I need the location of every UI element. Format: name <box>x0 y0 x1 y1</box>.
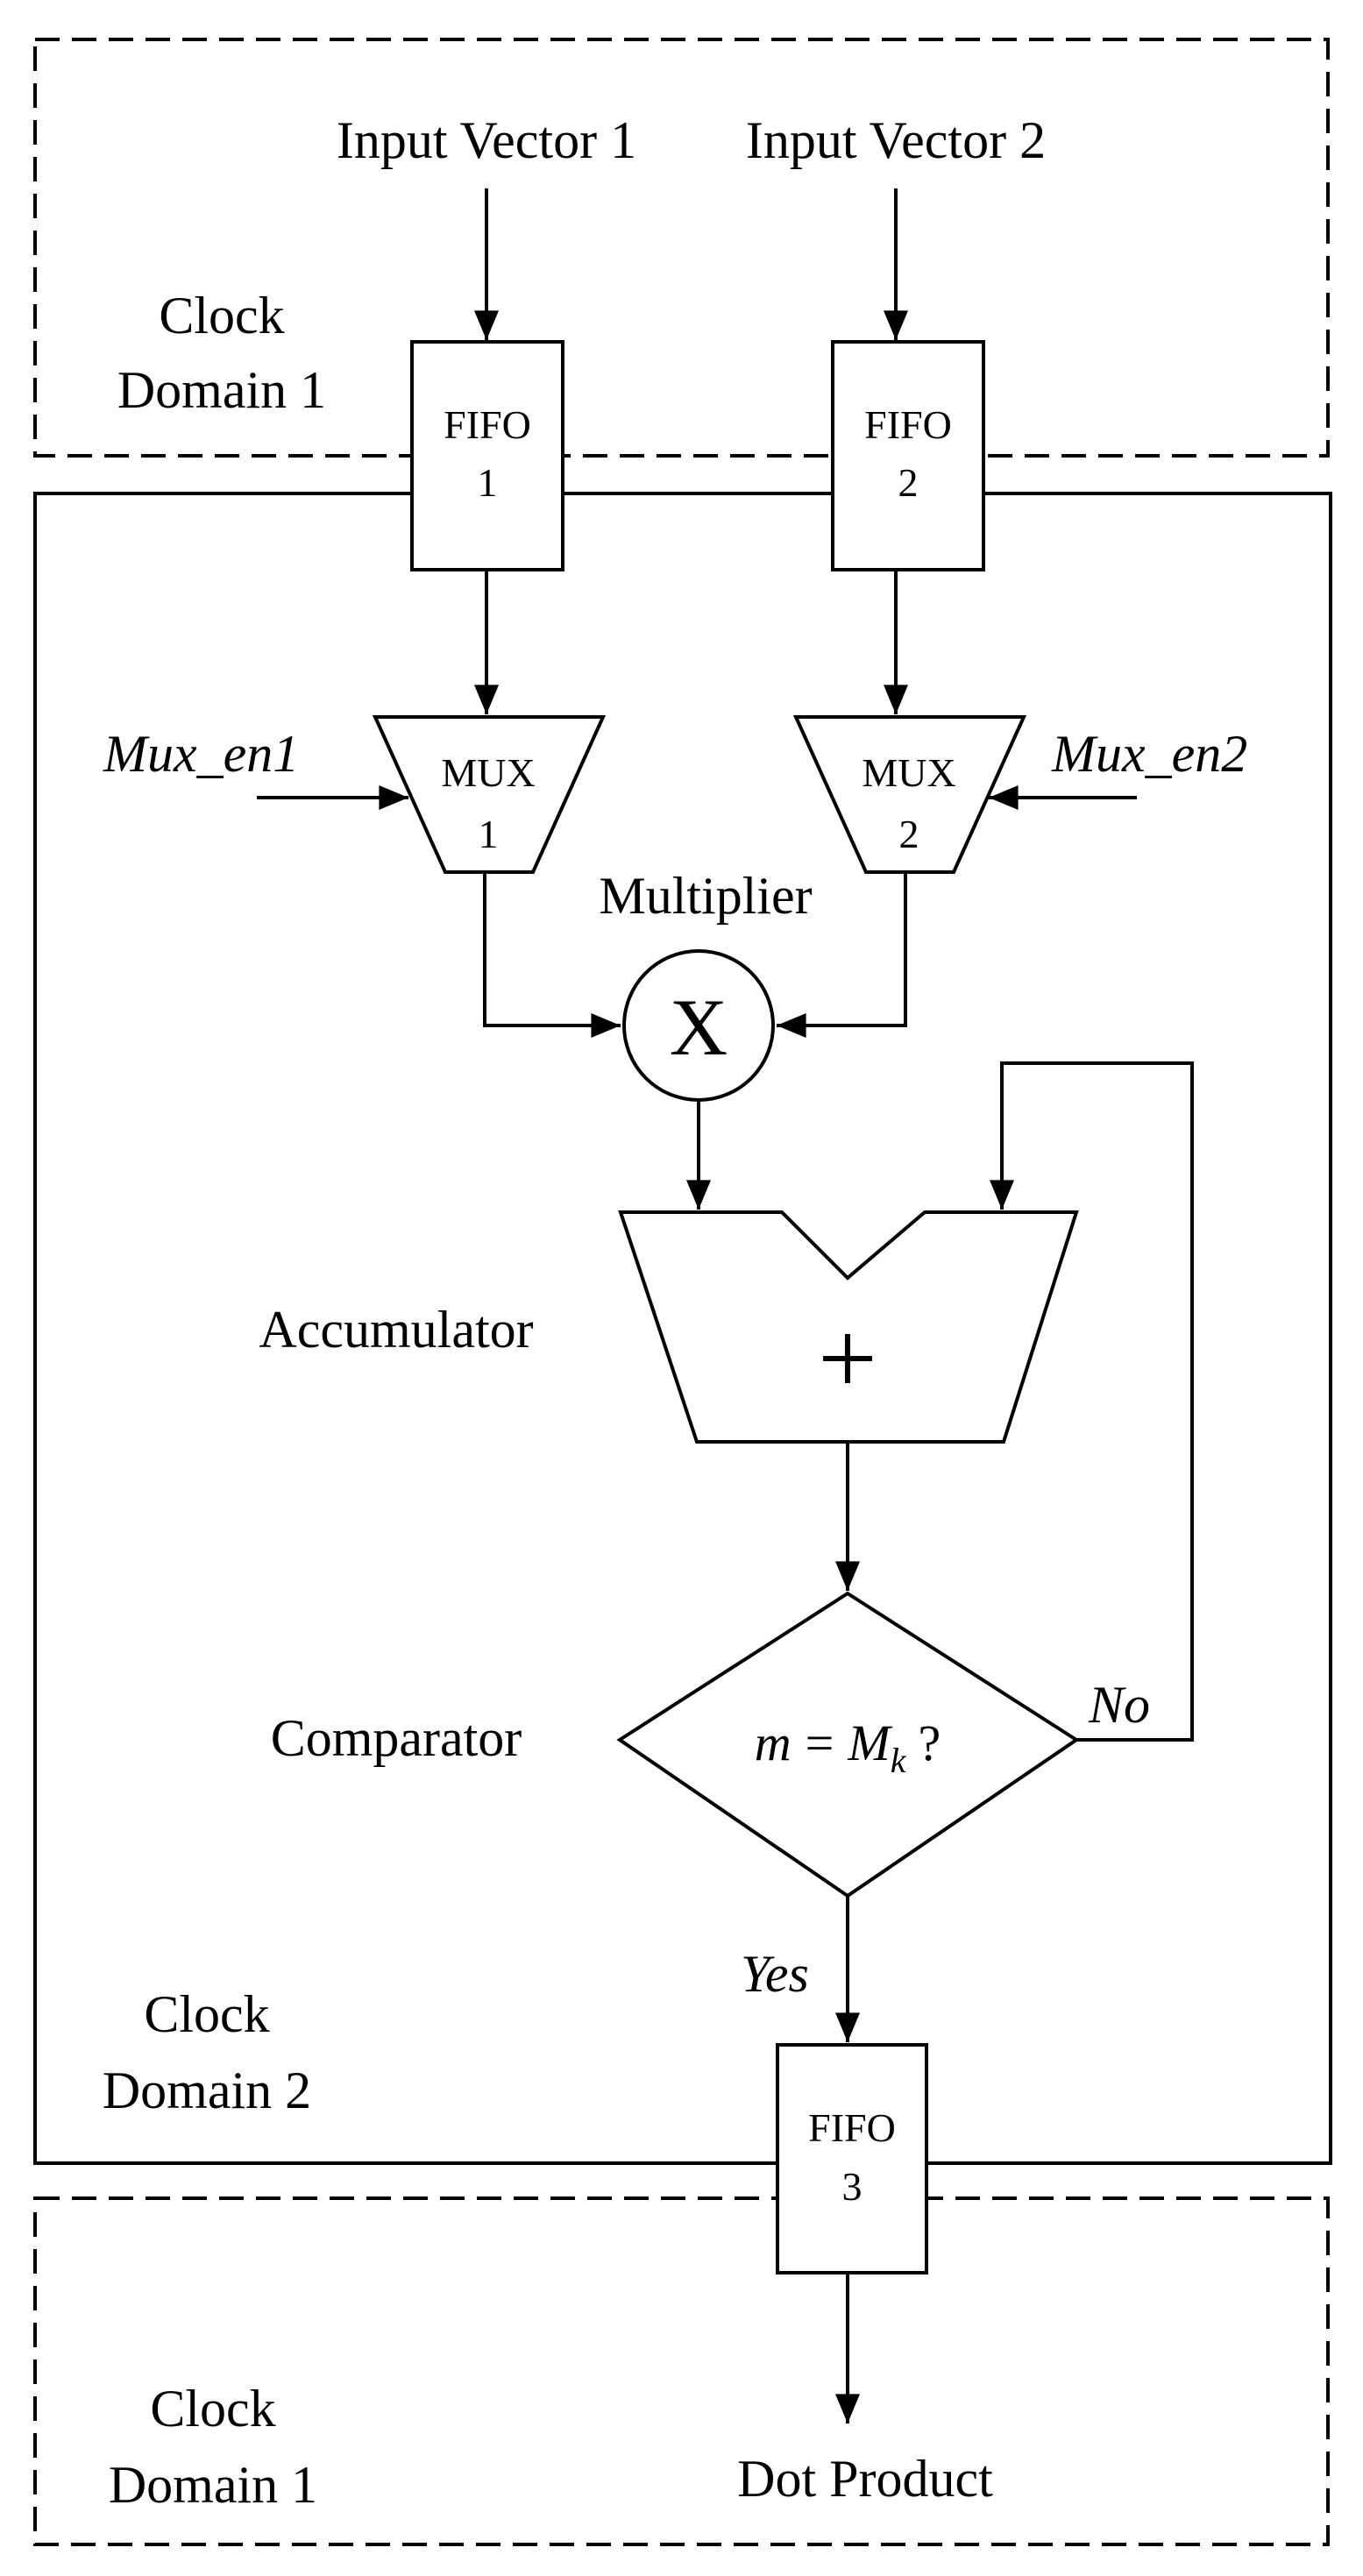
mux-2-name: MUX <box>862 750 955 795</box>
clock-domain-top-label-line1: Clock <box>159 287 284 344</box>
clock-domain-bottom-label-line2: Domain 1 <box>109 2456 317 2514</box>
clock-domain-middle-label-line2: Domain 2 <box>103 2062 311 2119</box>
fifo-2-number: 2 <box>898 460 919 505</box>
comparator-condition: m=Mk? <box>755 1714 941 1780</box>
comparator-condition-rhs: M <box>847 1714 892 1771</box>
fifo-3: FIFO 3 <box>776 2043 928 2274</box>
multiplier-node: X <box>622 949 775 1102</box>
fifo-1-number: 1 <box>478 460 498 505</box>
comparator-no-label: No <box>1088 1676 1150 1734</box>
fifo-3-name: FIFO <box>808 2105 896 2150</box>
comparator-no-feedback-wire <box>990 1061 1194 1742</box>
clock-domain-1-bottom-boundary <box>33 2196 1330 2546</box>
clock-domain-2-boundary <box>33 492 1332 2165</box>
multiplier-label: Multiplier <box>599 867 812 925</box>
comparator-yes-label: Yes <box>741 1945 809 2003</box>
multiplier-symbol: X <box>670 983 728 1072</box>
mux-en2-label: Mux_en2 <box>1051 725 1247 783</box>
mux-1-number: 1 <box>479 812 499 856</box>
input-vector-2-label: Input Vector 2 <box>746 111 1046 169</box>
accumulator-symbol: + <box>818 1300 877 1416</box>
mux-1-to-multiplier-wire <box>483 872 621 1038</box>
fifo-2: FIFO 2 <box>831 340 985 571</box>
clock-domain-top-label-line2: Domain 1 <box>117 361 326 419</box>
dot-product-label: Dot Product <box>737 2450 993 2508</box>
clock-domain-middle-label-line1: Clock <box>144 1985 269 2043</box>
comparator-condition-sub: k <box>891 1741 907 1780</box>
mux-1: MUX 1 <box>372 715 607 874</box>
mux-en1-label: Mux_en1 <box>103 725 299 783</box>
mux-1-name: MUX <box>441 750 535 795</box>
fifo-1: FIFO 1 <box>410 340 564 571</box>
fifo-3-number: 3 <box>842 2164 863 2209</box>
mux-2-to-multiplier-wire <box>776 872 907 1038</box>
input-vector-1-label: Input Vector 1 <box>337 111 636 169</box>
accumulator-label: Accumulator <box>259 1301 533 1359</box>
comparator-condition-q: ? <box>918 1714 941 1771</box>
fifo-1-name: FIFO <box>444 402 531 447</box>
accumulator-node: + <box>618 1210 1079 1444</box>
mux-2-number: 2 <box>899 812 919 856</box>
fifo-2-name: FIFO <box>864 402 952 447</box>
comparator-condition-eq: = <box>806 1714 834 1771</box>
mux-2: MUX 2 <box>792 715 1027 874</box>
comparator-condition-var: m <box>755 1714 792 1771</box>
comparator-label: Comparator <box>271 1709 522 1767</box>
clock-domain-1-top-boundary <box>33 38 1330 458</box>
clock-domain-bottom-label-line1: Clock <box>150 2380 275 2438</box>
comparator-node: m=Mk? <box>616 1591 1080 1898</box>
